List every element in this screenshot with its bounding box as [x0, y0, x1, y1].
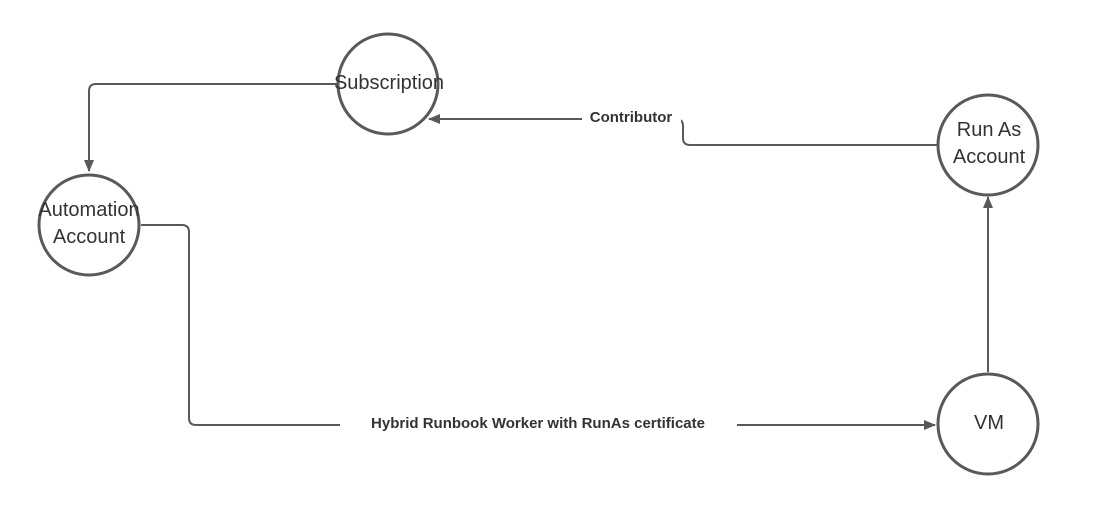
- node-subscription[interactable]: [336, 32, 440, 136]
- node-run-as-account-label-line2: Account: [953, 146, 1026, 168]
- node-run-as-account-label-line1: Run As: [957, 119, 1021, 141]
- node-vm-label: VM: [974, 412, 1004, 434]
- edge-hybrid-worker-label: Hybrid Runbook Worker with RunAs certifi…: [371, 415, 705, 432]
- node-automation-account[interactable]: [37, 173, 141, 277]
- node-vm[interactable]: [936, 372, 1040, 476]
- node-subscription-label: Subscription: [334, 72, 444, 94]
- node-automation-account-label-line1: Automation: [38, 199, 139, 221]
- edge-contributor-label-bg: [582, 108, 681, 128]
- node-run-as-account[interactable]: [936, 93, 1040, 197]
- edge-runas-to-subscription: [428, 114, 938, 146]
- edge-contributor-label: Contributor: [590, 109, 673, 126]
- edge-hybrid-worker-label-bg: [340, 414, 737, 434]
- edge-subscription-to-automation: [84, 83, 338, 172]
- node-automation-account-label-line2: Account: [53, 226, 126, 248]
- edge-automation-to-vm: [141, 224, 936, 430]
